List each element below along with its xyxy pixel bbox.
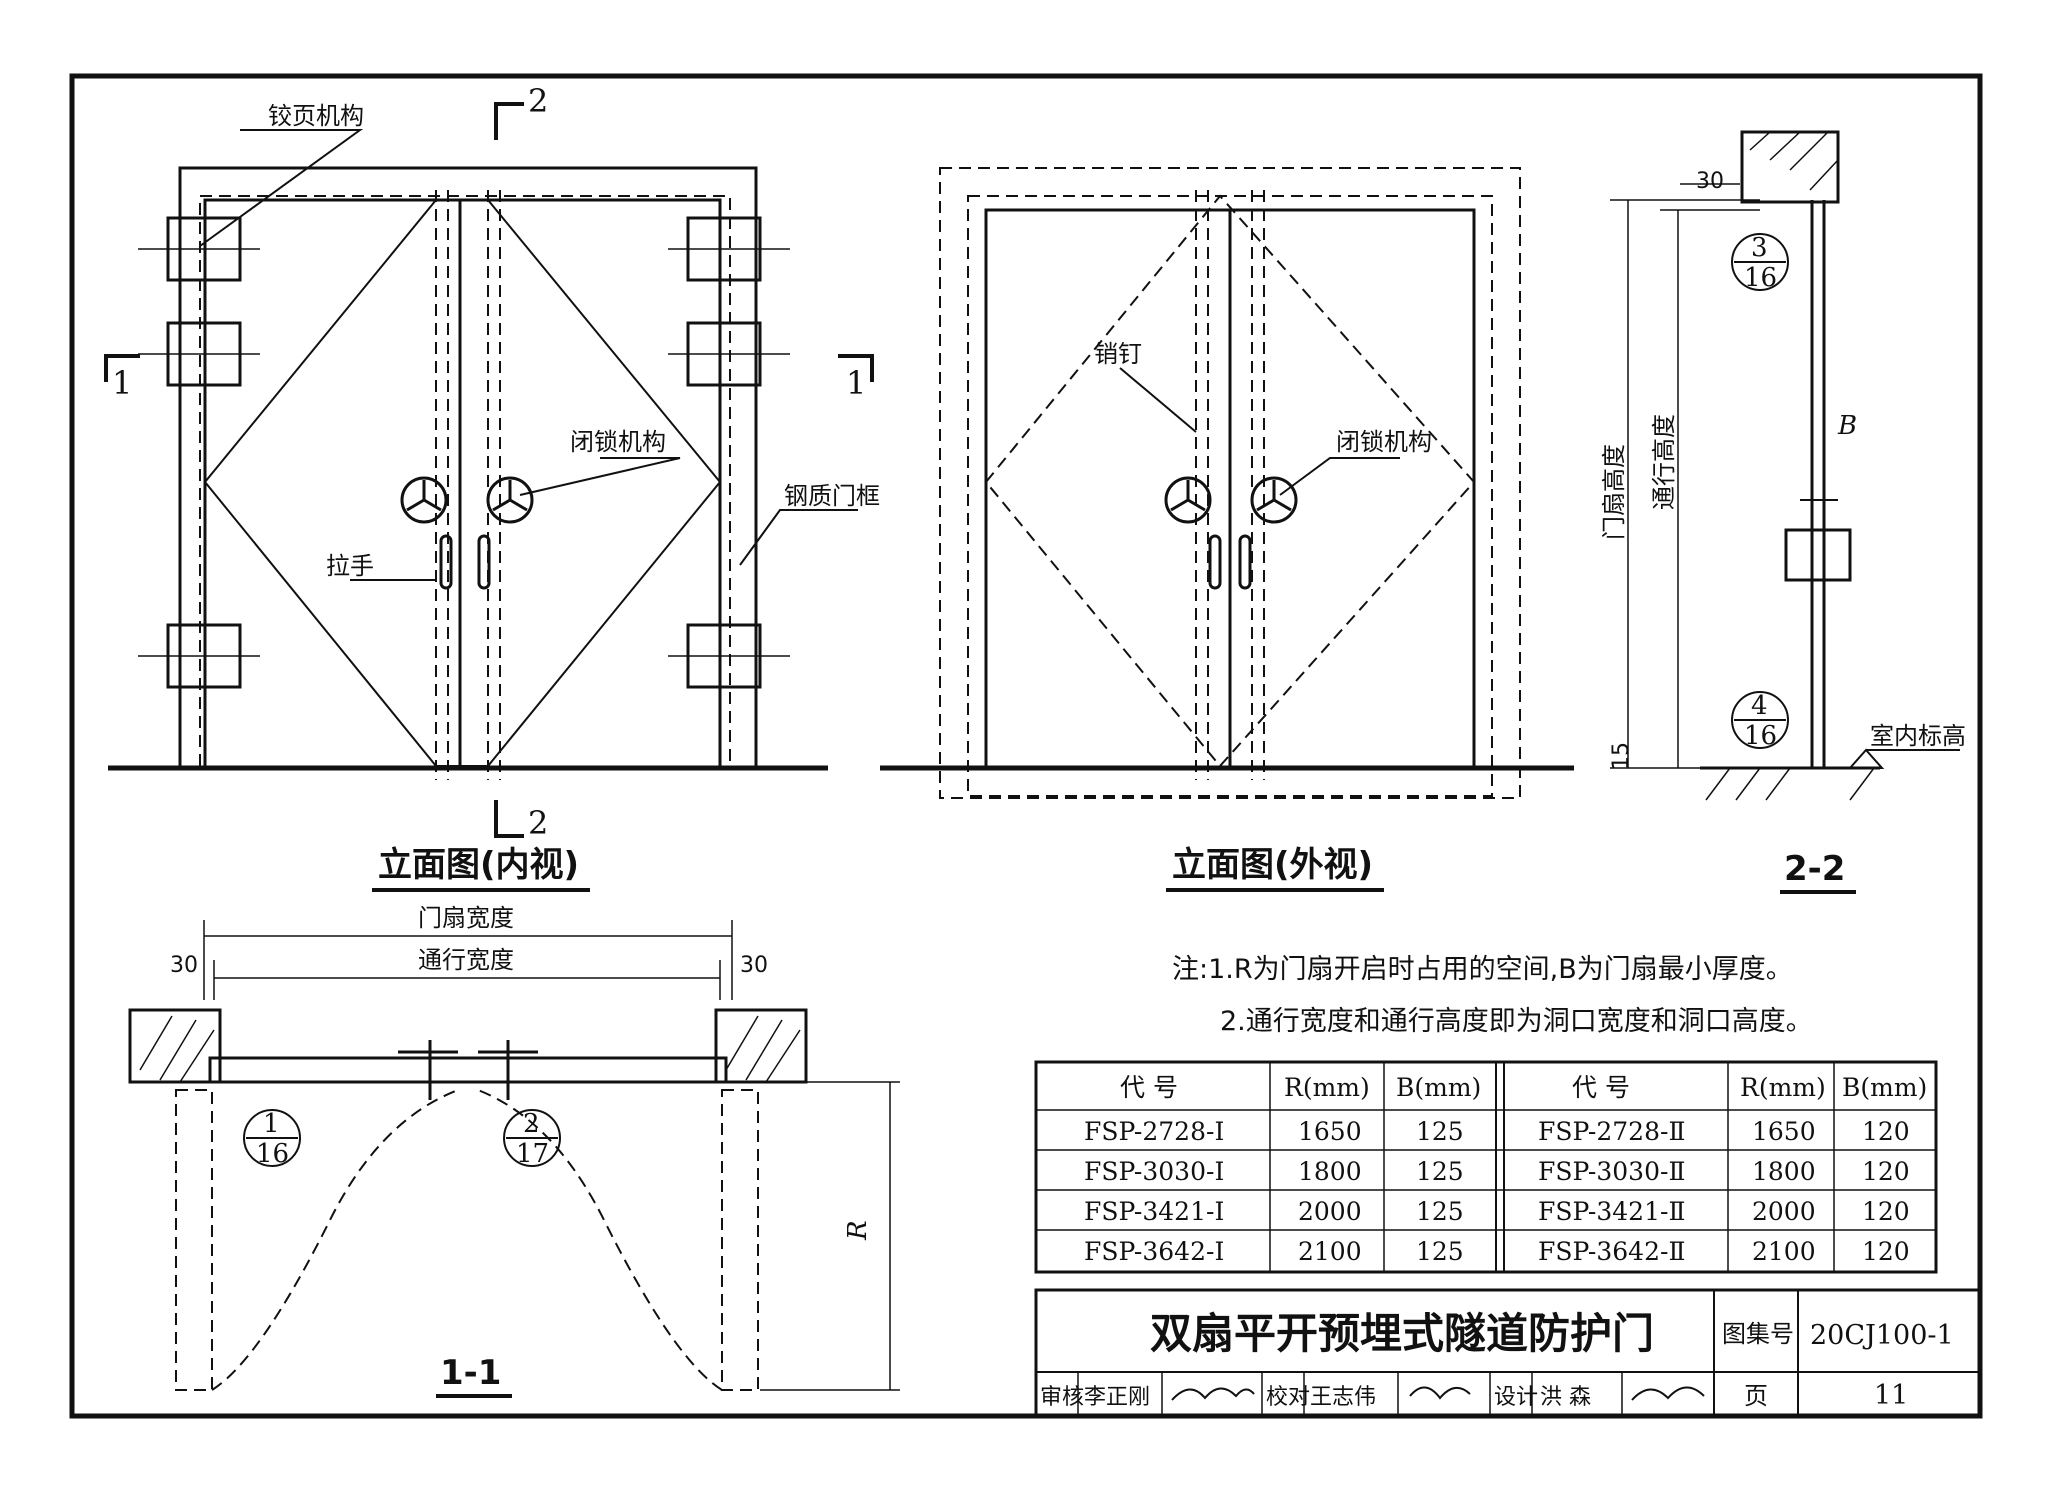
dim-R: R [843,1220,873,1241]
table-row: FSP-2728-I 1650 125 FSP-2728-Ⅱ 1650 120 [1084,1117,1910,1146]
section-2-2-title: 2-2 [1784,849,1845,889]
detail-ref-4-top: 4 [1751,691,1768,721]
section-1-left-mark: 1 [112,364,132,402]
table-cell: FSP-2728-Ⅱ [1538,1117,1685,1146]
table-header-code-1: 代 号 [1120,1073,1178,1102]
table-cell: 2000 [1752,1197,1816,1226]
section-1-1-title: 1-1 [440,1353,501,1393]
pin-label: 销钉 [1094,340,1142,368]
table-cell: 1800 [1298,1157,1362,1186]
hinge-label: 铰页机构 [268,102,364,130]
section-2-top-mark: 2 [528,82,548,120]
table-cell: FSP-3642-I [1084,1237,1224,1266]
atlas-number: 20CJ100-1 [1810,1320,1954,1351]
detail-ref-2-top: 2 [523,1109,540,1139]
reviewer-signature [1171,1387,1255,1401]
design-label: 设计 [1494,1385,1538,1410]
section-2-bottom-mark: 2 [528,804,548,842]
table-cell: 1650 [1298,1117,1362,1146]
checker-signature [1409,1386,1471,1400]
section-2-2 [1610,130,1960,801]
sheet-border [69,73,1983,1419]
dim-30-left: 30 [170,953,198,978]
detail-ref-3-top: 3 [1751,233,1768,263]
designer-name: 洪 森 [1540,1385,1591,1410]
table-cell: 120 [1862,1117,1910,1146]
reviewer-name: 李正刚 [1084,1385,1150,1410]
table-header-r-1: R(mm) [1284,1073,1370,1102]
detail-ref-3-bottom: 16 [1744,263,1777,293]
table-row: FSP-3421-I 2000 125 FSP-3421-Ⅱ 2000 120 [1084,1197,1910,1226]
dim-30-top: 30 [1696,169,1724,194]
title-block [1034,1288,1982,1418]
outer-elevation [880,167,1574,799]
table-cell: 1650 [1752,1117,1816,1146]
note-line-2: 2.通行宽度和通行高度即为洞口宽度和洞口高度。 [1220,1006,1813,1037]
handle-label: 拉手 [326,552,374,580]
outer-elevation-title: 立面图(外视) [1172,845,1373,885]
table-header-b-2: B(mm) [1842,1073,1927,1102]
table-cell: FSP-3642-Ⅱ [1538,1237,1685,1266]
detail-ref-1-top: 1 [263,1109,280,1139]
table-cell: FSP-3421-Ⅱ [1538,1197,1685,1226]
pass-height-label: 通行高度 [1650,414,1678,510]
lock-outer-label: 闭锁机构 [1336,428,1432,456]
inner-elevation-title: 立面图(内视) [378,845,579,885]
table-row: FSP-3642-I 2100 125 FSP-3642-Ⅱ 2100 120 [1084,1237,1910,1266]
table-cell: FSP-3030-Ⅱ [1538,1157,1685,1186]
table-cell: 120 [1862,1157,1910,1186]
table-cell: 125 [1416,1117,1464,1146]
spec-table [1034,1060,1938,1274]
lock-inner-label: 闭锁机构 [570,428,666,456]
table-row: FSP-3030-I 1800 125 FSP-3030-Ⅱ 1800 120 [1084,1157,1910,1186]
checker-name: 王志伟 [1310,1385,1376,1410]
page-label: 页 [1744,1382,1768,1410]
detail-ref-4-bottom: 16 [1744,721,1777,751]
table-cell: 120 [1862,1197,1910,1226]
table-header-code-2: 代 号 [1572,1073,1630,1102]
page-number: 11 [1874,1380,1908,1411]
table-cell: 2100 [1298,1237,1362,1266]
detail-ref-2-bottom: 17 [516,1139,549,1169]
table-header-row: 代 号 R(mm) B(mm) 代 号 R(mm) B(mm) [1120,1073,1927,1102]
table-header-b-1: B(mm) [1396,1073,1481,1102]
table-cell: 125 [1416,1237,1464,1266]
table-cell: 2000 [1298,1197,1362,1226]
dim-30-right: 30 [740,953,768,978]
note-line-1: 注:1.R为门扇开启时占用的空间,B为门扇最小厚度。 [1172,954,1793,985]
room-level-label: 室内标高 [1870,722,1966,750]
table-cell: FSP-3030-I [1084,1157,1224,1186]
section-1-right-mark: 1 [846,364,866,402]
atlas-label: 图集号 [1722,1320,1794,1348]
dim-B-22: B [1837,411,1857,441]
table-cell: 120 [1862,1237,1910,1266]
table-cell: 1800 [1752,1157,1816,1186]
table-header-r-2: R(mm) [1740,1073,1826,1102]
leaf-width-label: 门扇宽度 [418,904,514,932]
section-1-1 [128,920,900,1391]
table-cell: 2100 [1752,1237,1816,1266]
leaf-height-label: 门扇高度 [1600,444,1628,540]
table-cell: 125 [1416,1197,1464,1226]
inner-elevation [104,102,874,838]
table-cell: 125 [1416,1157,1464,1186]
table-cell: FSP-2728-I [1084,1117,1224,1146]
drawing-title: 双扇平开预埋式隧道防护门 [1150,1309,1654,1358]
table-cell: FSP-3421-I [1084,1197,1224,1226]
check-label: 校对 [1266,1385,1310,1410]
designer-signature [1631,1386,1705,1401]
frame-label: 钢质门框 [784,482,880,510]
dim-15: 15 [1609,742,1634,770]
detail-ref-1-bottom: 16 [256,1139,289,1169]
review-label: 审核 [1040,1385,1084,1410]
pass-width-label: 通行宽度 [418,946,514,974]
